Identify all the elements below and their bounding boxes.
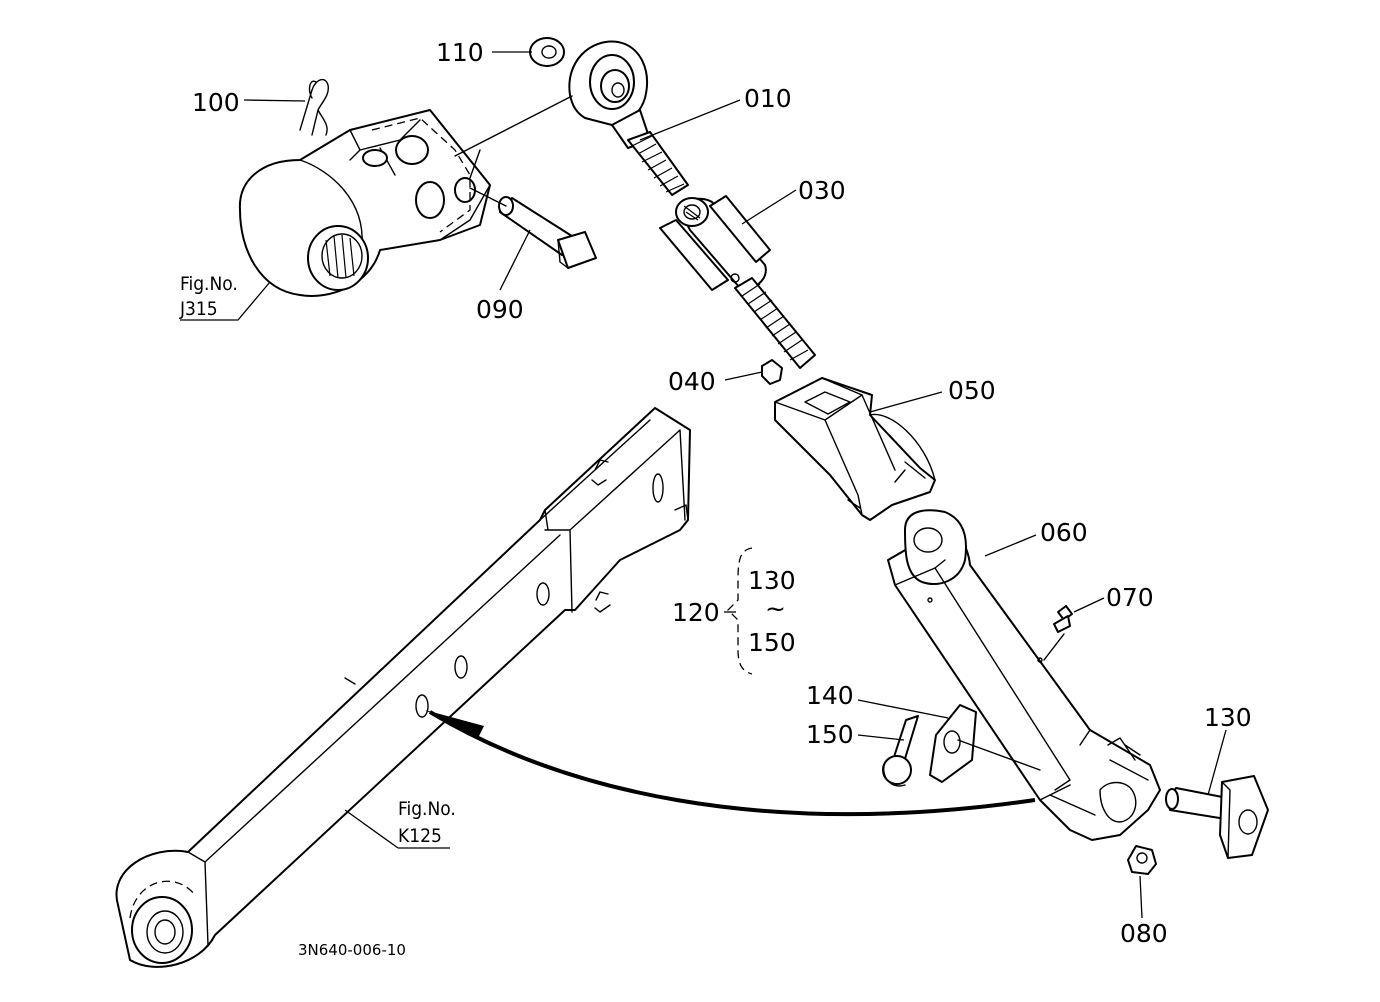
label-100: 100 bbox=[192, 88, 240, 117]
leader-lines bbox=[180, 51, 1227, 919]
label-070: 070 bbox=[1106, 583, 1154, 612]
washer-drawing bbox=[529, 37, 565, 67]
label-040: 040 bbox=[668, 367, 716, 396]
ref-k125-line1: Fig.No. bbox=[398, 798, 456, 820]
top-link-body-drawing bbox=[887, 509, 1161, 841]
holder-clip-drawing bbox=[774, 377, 936, 521]
label-010: 010 bbox=[744, 84, 792, 113]
figure-references: Fig.No. J315 Fig.No. K125 bbox=[179, 273, 456, 847]
plate-and-pin-drawing bbox=[882, 704, 1041, 787]
group-to-label: 150 bbox=[748, 628, 796, 657]
label-050: 050 bbox=[948, 376, 996, 405]
callout-labels: 110 100 010 030 090 040 050 060 070 120 … bbox=[192, 38, 1252, 948]
link-pin-drawing bbox=[1165, 775, 1269, 859]
r-pin-drawing bbox=[299, 78, 330, 136]
ref-j315-line2: J315 bbox=[179, 298, 218, 320]
ref-k125-line2: K125 bbox=[398, 825, 442, 847]
lock-nut-drawing bbox=[761, 359, 783, 385]
label-080: 080 bbox=[1120, 919, 1168, 948]
ball-joint-end-drawing bbox=[454, 40, 689, 196]
label-140: 140 bbox=[806, 681, 854, 710]
group-brace bbox=[727, 547, 753, 675]
label-150: 150 bbox=[806, 720, 854, 749]
turnbuckle-drawing bbox=[659, 195, 816, 369]
group-tilde: ~ bbox=[765, 594, 786, 623]
grease-nipple-drawing bbox=[1043, 605, 1073, 661]
nut-drawing bbox=[1127, 845, 1157, 875]
top-pin-drawing bbox=[469, 187, 597, 269]
assembly-arrow bbox=[425, 710, 1036, 817]
group-from-label: 130 bbox=[748, 566, 796, 595]
label-060: 060 bbox=[1040, 518, 1088, 547]
label-110: 110 bbox=[436, 38, 484, 67]
label-090: 090 bbox=[476, 295, 524, 324]
label-120: 120 bbox=[672, 598, 720, 627]
label-130: 130 bbox=[1204, 703, 1252, 732]
label-030: 030 bbox=[798, 176, 846, 205]
ref-j315-line1: Fig.No. bbox=[180, 273, 238, 295]
lower-link-drawing bbox=[115, 407, 691, 968]
lift-arm-drawing bbox=[238, 109, 491, 297]
drawing-code: 3N640-006-10 bbox=[298, 941, 406, 959]
